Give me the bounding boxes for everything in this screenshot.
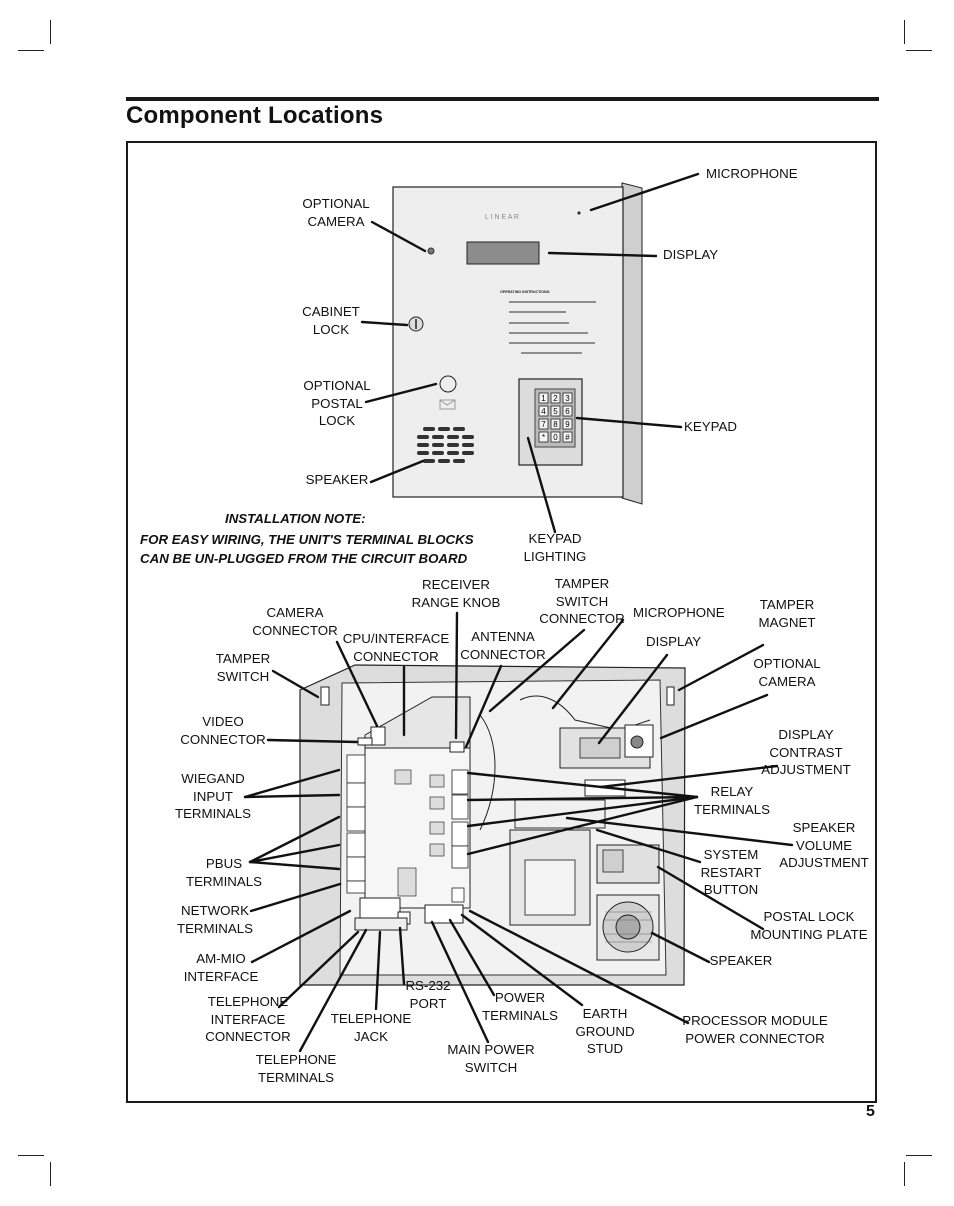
power-block <box>424 904 464 924</box>
keypad-key-label: 2 <box>553 394 558 403</box>
crop-mark <box>50 1162 51 1186</box>
label-microphone-interior: MICROPHONE <box>633 605 725 620</box>
front-speaker-grille <box>417 427 474 463</box>
crop-mark <box>904 1162 905 1186</box>
keypad-key <box>562 431 573 443</box>
figure-frame <box>126 141 877 1103</box>
title-rule <box>126 97 879 101</box>
label-antenna-connector: ANTENNA CONNECTOR <box>460 629 546 662</box>
front-microphone-hole <box>577 211 581 215</box>
keypad-key-label: 7 <box>541 420 546 429</box>
label-rs232-port: RS-232 PORT <box>405 978 451 1011</box>
front-camera-lens <box>427 247 435 255</box>
label-optional-postal-lock: OPTIONAL POSTAL LOCK <box>303 378 371 428</box>
label-camera-connector: CAMERA CONNECTOR <box>252 605 338 638</box>
keypad-key <box>562 418 573 430</box>
label-optional-camera-front: OPTIONAL CAMERA <box>302 196 370 229</box>
label-display-interior: DISPLAY <box>646 634 702 649</box>
label-postal-lock-mounting-plate: POSTAL LOCK MOUNTING PLATE <box>750 909 868 942</box>
crop-mark <box>18 1155 44 1156</box>
label-receiver-range-knob: RECEIVER RANGE KNOB <box>411 577 501 610</box>
keypad-key <box>538 431 549 443</box>
crop-mark <box>906 50 932 51</box>
label-telephone-terminals: TELEPHONE TERMINALS <box>255 1052 337 1085</box>
keypad-key <box>550 431 561 443</box>
label-system-restart-button: SYSTEM RESTART BUTTON <box>700 847 762 897</box>
label-video-connector: VIDEO CONNECTOR <box>180 714 266 747</box>
installation-note-body: FOR EASY WIRING, THE UNIT'S TERMINAL BLO… <box>140 532 474 566</box>
page-number: 5 <box>866 1103 875 1120</box>
interior-drawing <box>299 664 686 986</box>
label-telephone-jack: TELEPHONE JACK <box>330 1011 412 1044</box>
label-display-front: DISPLAY <box>663 247 719 262</box>
front-display-window <box>466 241 540 265</box>
label-relay-terminals: RELAY TERMINALS <box>693 784 771 817</box>
label-speaker-volume-adjustment: SPEAKER VOLUME ADJUSTMENT <box>779 820 869 870</box>
label-tamper-magnet: TAMPER MAGNET <box>758 597 816 630</box>
keypad-key <box>562 392 573 404</box>
keypad-key <box>538 392 549 404</box>
label-power-terminals: POWER TERMINALS <box>481 990 559 1023</box>
crop-mark <box>906 1155 932 1156</box>
front-instructions-title: OPERATING INSTRUCTIONS: <box>500 290 550 294</box>
label-telephone-interface-connector: TELEPHONE INTERFACE CONNECTOR <box>205 994 291 1044</box>
label-pbus-terminals: PBUS TERMINALS <box>185 856 263 889</box>
label-keypad: KEYPAD <box>684 419 737 434</box>
label-processor-module-power-connector: PROCESSOR MODULE POWER CONNECTOR <box>682 1013 828 1046</box>
tamper-magnet-body <box>666 686 675 706</box>
keypad-key-label: 3 <box>565 394 570 403</box>
page-title: Component Locations <box>126 102 384 129</box>
keypad-key <box>550 418 561 430</box>
label-tamper-switch-connector: TAMPER SWITCH CONNECTOR <box>539 576 625 626</box>
keypad-key-label: 4 <box>541 407 546 416</box>
label-wiegand-input-terminals: WIEGAND INPUT TERMINALS <box>174 771 252 821</box>
front-brand: L I N E A R <box>485 214 519 221</box>
front-postal-lock <box>439 375 457 393</box>
label-display-contrast-adjustment: DISPLAY CONTRAST ADJUSTMENT <box>761 727 851 777</box>
keypad-key <box>562 405 573 417</box>
keypad-key <box>550 392 561 404</box>
keypad-key-label: 9 <box>565 420 570 429</box>
label-cpu-interface-connector: CPU/INTERFACE CONNECTOR <box>342 631 450 664</box>
crop-mark <box>904 20 905 44</box>
camera-connector-body <box>370 726 386 746</box>
label-cabinet-lock: CABINET LOCK <box>302 304 360 337</box>
keypad-key <box>538 405 549 417</box>
label-optional-camera-interior: OPTIONAL CAMERA <box>753 656 821 689</box>
label-network-terminals: NETWORK TERMINALS <box>176 903 254 936</box>
label-keypad-lighting: KEYPAD LIGHTING <box>523 531 587 564</box>
keypad-key <box>538 418 549 430</box>
label-microphone-front: MICROPHONE <box>706 166 798 181</box>
keypad-key-label: 0 <box>553 433 558 442</box>
keypad-key-label: 8 <box>553 420 558 429</box>
keypad-key-label: 5 <box>553 407 558 416</box>
keypad-key-label: 6 <box>565 407 570 416</box>
installation-note-heading: INSTALLATION NOTE: <box>225 511 366 526</box>
tamper-switch-body <box>320 686 330 706</box>
label-tamper-switch: TAMPER SWITCH <box>215 651 271 684</box>
label-am-mio-interface: AM-MIO INTERFACE <box>183 951 259 984</box>
leader-lines <box>243 172 794 1053</box>
label-speaker-front: SPEAKER <box>305 472 369 487</box>
keypad-key-label: # <box>565 433 570 442</box>
keypad-key <box>550 405 561 417</box>
crop-mark <box>18 50 44 51</box>
keypad-key-label: * <box>542 433 545 442</box>
crop-mark <box>50 20 51 44</box>
label-speaker-interior: SPEAKER <box>709 953 773 968</box>
keypad-key-label: 1 <box>541 394 546 403</box>
label-earth-ground-stud: EARTH GROUND STUD <box>575 1006 635 1056</box>
label-main-power-switch: MAIN POWER SWITCH <box>447 1042 535 1075</box>
